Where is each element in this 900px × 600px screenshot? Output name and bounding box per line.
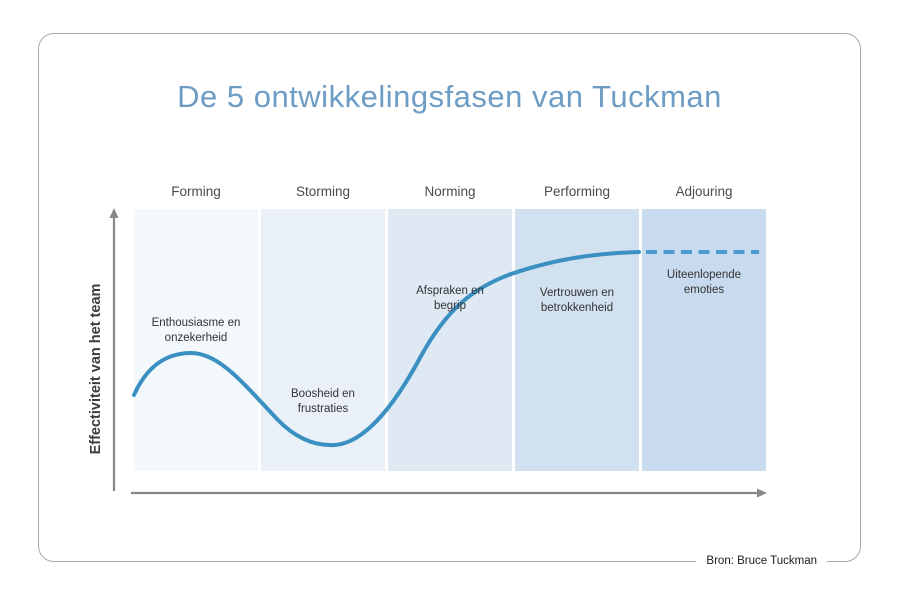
phase-label-forming: Forming bbox=[171, 184, 221, 199]
page-title: De 5 ontwikkelingsfasen van Tuckman bbox=[177, 79, 722, 114]
annotation-adjouring: Uiteenlopende emoties bbox=[666, 269, 742, 296]
annotation-norming: Afspraken en begrip bbox=[416, 285, 484, 312]
source-credit: Bron: Bruce Tuckman bbox=[696, 553, 827, 570]
infographic-card: De 5 ontwikkelingsfasen van Tuckman Form… bbox=[38, 33, 861, 570]
phase-column-storming bbox=[261, 209, 385, 471]
phase-column-norming bbox=[388, 209, 512, 471]
y-axis-label: Effectiviteit van het team bbox=[88, 283, 104, 455]
x-axis-arrowhead-icon bbox=[757, 488, 767, 498]
tuckman-curve-chart bbox=[109, 208, 767, 498]
phase-label-performing: Performing bbox=[543, 184, 611, 199]
y-axis-arrowhead-icon bbox=[109, 208, 119, 218]
annotation-forming: Enthousiasme en onzekerheid bbox=[151, 317, 241, 344]
phase-label-storming: Storming bbox=[295, 184, 351, 199]
phase-column-forming bbox=[134, 209, 258, 471]
phase-label-adjouring: Adjouring bbox=[675, 184, 733, 199]
annotation-storming: Boosheid en frustraties bbox=[291, 388, 355, 415]
effectiveness-curve-solid bbox=[132, 250, 641, 448]
phase-label-norming: Norming bbox=[424, 184, 476, 199]
annotation-performing: Vertrouwen en betrokkenheid bbox=[539, 287, 615, 314]
